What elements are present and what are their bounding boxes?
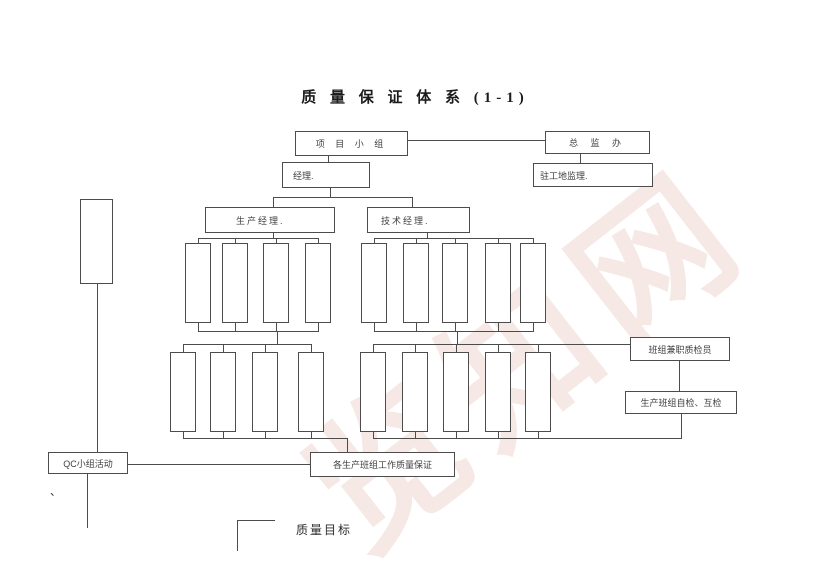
- connector-line: [183, 344, 312, 345]
- org-box-left-tall: [80, 199, 113, 284]
- org-box: [185, 243, 211, 323]
- connector-line: [347, 438, 348, 452]
- connector-line: [373, 432, 374, 438]
- connector-line: [498, 344, 499, 352]
- diagram-title: 质 量 保 证 体 系 (1-1): [301, 90, 529, 106]
- org-box: [170, 352, 196, 432]
- connector-line: [498, 432, 499, 438]
- org-box: [402, 352, 428, 432]
- connector-line: [265, 344, 266, 352]
- box-manager: 经理.: [282, 162, 370, 188]
- connector-line: [87, 474, 88, 528]
- comma-mark: 、: [50, 486, 61, 498]
- connector-line: [277, 331, 278, 344]
- box-resident-supervisor: 驻工地监理.: [533, 163, 653, 187]
- connector-line: [374, 331, 534, 332]
- connector-line: [198, 238, 199, 243]
- connector-line: [265, 432, 266, 438]
- connector-line: [456, 432, 457, 438]
- connector-line: [198, 238, 319, 239]
- connector-line: [374, 323, 375, 331]
- org-box: [252, 352, 278, 432]
- bracket-line: [237, 520, 238, 551]
- connector-line: [408, 140, 545, 141]
- org-box: [361, 243, 387, 323]
- connector-line: [415, 344, 416, 352]
- connector-line: [318, 323, 319, 331]
- box-qc-activity: QC小组活动: [48, 452, 128, 474]
- connector-line: [273, 197, 413, 198]
- connector-line: [681, 414, 682, 439]
- connector-line: [498, 238, 499, 243]
- box-chief-supervisor: 总 监 办: [545, 131, 650, 154]
- connector-line: [330, 188, 331, 197]
- connector-line: [374, 238, 375, 243]
- connector-line: [311, 432, 312, 438]
- connector-line: [183, 438, 348, 439]
- connector-line: [128, 464, 310, 465]
- connector-line: [498, 323, 499, 331]
- org-box: [485, 243, 511, 323]
- connector-line: [455, 323, 456, 331]
- org-box: [263, 243, 289, 323]
- connector-line: [412, 197, 413, 207]
- connector-line: [457, 331, 458, 344]
- box-self-mutual-check: 生产班组自检、互检: [625, 391, 737, 414]
- connector-line: [276, 238, 277, 243]
- org-box: [485, 352, 511, 432]
- connector-line: [374, 238, 534, 239]
- connector-line: [235, 323, 236, 331]
- connector-line: [679, 361, 680, 391]
- connector-line: [183, 432, 184, 438]
- connector-line: [416, 323, 417, 331]
- connector-line: [273, 233, 274, 238]
- connector-line: [223, 344, 224, 352]
- connector-line: [533, 323, 534, 331]
- connector-line: [198, 323, 199, 331]
- org-box: [403, 243, 429, 323]
- org-box: [298, 352, 324, 432]
- org-box: [210, 352, 236, 432]
- connector-line: [183, 344, 184, 352]
- connector-line: [311, 344, 312, 352]
- org-box: [222, 243, 248, 323]
- connector-line: [533, 238, 534, 243]
- org-box: [520, 243, 546, 323]
- connector-line: [456, 344, 457, 352]
- connector-line: [273, 197, 274, 207]
- box-project-team: 项 目 小 组: [295, 131, 408, 156]
- connector-line: [223, 432, 224, 438]
- box-production-manager: 生产经理.: [205, 207, 335, 233]
- connector-line: [373, 344, 630, 345]
- bracket-line: [237, 520, 275, 521]
- connector-line: [538, 432, 539, 438]
- connector-line: [455, 238, 456, 243]
- connector-line: [580, 154, 581, 163]
- connector-line: [415, 432, 416, 438]
- box-team-quality: 各生产班组工作质量保证: [310, 452, 455, 477]
- org-box: [443, 352, 469, 432]
- connector-line: [198, 331, 319, 332]
- org-box: [360, 352, 386, 432]
- connector-line: [373, 344, 374, 352]
- org-box: [442, 243, 468, 323]
- box-technical-manager: 技术经理.: [367, 207, 470, 233]
- connector-line: [235, 238, 236, 243]
- quality-target-label: 质量目标: [296, 523, 353, 537]
- box-team-inspector: 班组兼职质检员: [630, 337, 730, 361]
- connector-line: [538, 344, 539, 352]
- connector-line: [427, 233, 428, 238]
- connector-line: [276, 323, 277, 331]
- connector-line: [318, 238, 319, 243]
- connector-line: [97, 284, 98, 452]
- org-box: [525, 352, 551, 432]
- connector-line: [416, 238, 417, 243]
- connector-line: [328, 156, 329, 162]
- connector-line: [373, 438, 682, 439]
- org-box: [305, 243, 331, 323]
